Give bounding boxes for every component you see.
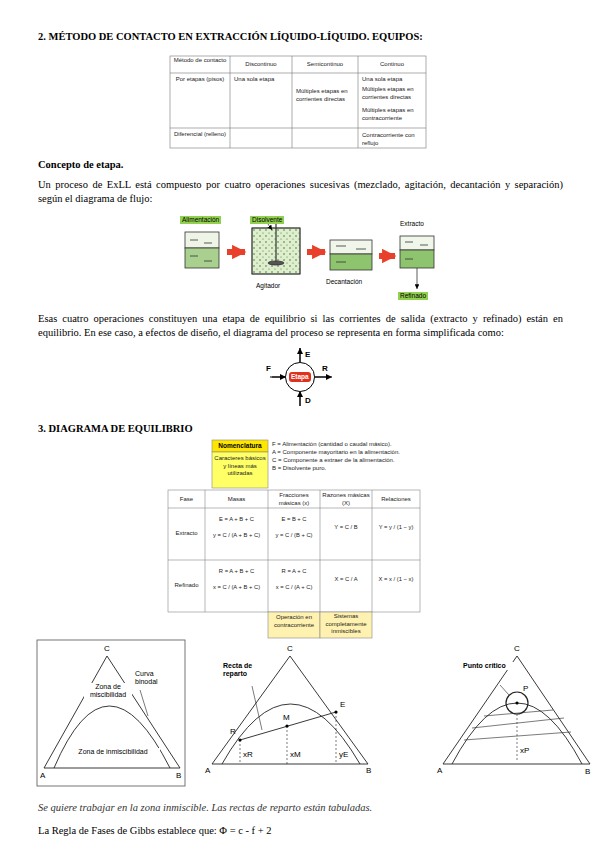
text-label: Y = y / (1 − y) [374,524,418,531]
beaker-step: DisolventeAgitador [246,214,306,292]
node-text: Refinado [398,292,428,300]
flow-arrow [227,249,245,255]
text-label: C [287,644,293,654]
text-label: Y = C / B [322,524,370,531]
text-label: B [176,771,181,781]
text-label: A [205,766,210,776]
text-label: Curva binodal [134,670,178,686]
text-label: yE [339,750,348,760]
text-label: x = C / (A + B + C) [207,584,266,591]
text-label: X = x / (1 − x) [374,576,418,583]
text-label: D [305,396,311,406]
beaker-step: ExtractoRefinado [396,218,440,304]
text-label: Masas [207,496,266,504]
text-label: Una sola etapa [362,76,424,84]
beaker-step: Decantación [326,234,378,288]
text-label: Zona de miscibilidad [84,683,132,699]
text-label: Punto crítico [462,662,514,670]
text-label: Por etapas (pisos) [172,76,228,84]
text-label: E = A + B + C [207,516,266,523]
text-label: Una sola etapa [234,76,290,84]
text-label: Discontinuo [232,61,290,69]
text-label: Múltiples etapas en contracorriente [362,107,424,122]
text-label: Fase [170,496,203,504]
stage-circle: Etapa [285,362,315,392]
text-label: M [283,713,290,723]
text-label: 2. MÉTODO DE CONTACTO EN EXTRACCIÓN LÍQU… [38,30,563,43]
node-text: Etapa [289,372,311,382]
beaker-step: Alimentación [180,214,226,270]
text-label: C [514,644,520,654]
node-text: Extracto [400,220,424,228]
text-label: y = C / (B + C) [270,532,318,539]
text-label: Zona de inmiscibilidad [66,748,160,756]
flow-arrow [307,249,325,255]
node-text: Alimentación [180,216,221,224]
text-label: B [585,767,590,777]
text-label: A [437,766,442,776]
text-label: P [523,684,528,694]
text-label: La Regla de Fases de Gibbs establece que… [38,824,563,838]
text-label: Extracto [170,530,203,538]
node-text: Decantación [326,278,362,286]
node-text: Agitador [256,282,280,290]
text-label: F [266,364,271,374]
text-label: Fracciones másicas (x) [270,492,318,507]
text-label: Semicontinuo [294,61,356,69]
text-label: Continuo [360,61,424,69]
text-label: R [322,364,328,374]
text-label: 3. DIAGRAMA DE EQUILIBRIO [38,422,193,435]
text-label: Un proceso de ExLL está compuesto por cu… [38,178,563,206]
text-label: Esas cuatro operaciones constituyen una … [38,312,563,340]
text-label: E [305,350,310,360]
text-label: xM [290,750,301,760]
text-label: xP [520,746,529,756]
text-label: xR [243,750,253,760]
text-label: C = Componente a extraer de la alimentac… [272,457,395,465]
flow-arrow [379,253,395,259]
text-label: E [340,700,345,710]
text-label: Sistemas completamente inmiscibles [322,613,370,636]
text-label: Diferencial (relleno) [172,131,228,139]
text-label: R [230,727,236,737]
text-label: E = B + C [270,516,318,523]
text-label: R = A + B + C [207,568,266,575]
text-label: y = C / (A + B + C) [207,532,266,539]
text-label: Relaciones [374,496,418,504]
text-label: Método de contacto [172,57,228,65]
text-label: A = Componente mayoritario en la aliment… [272,449,400,457]
node-text: Disolvente [250,216,284,224]
text-label: x = C / (A + C) [270,584,318,591]
text-label: Múltiples etapas en corrientes directas [296,88,356,103]
text-label: Contracorriente con reflujo [362,132,424,147]
text-label: C [104,644,110,654]
text-label: Concepto de etapa. [38,158,123,171]
text-label: R = A + C [270,568,318,575]
text-label: Operación en contracorriente [270,614,318,629]
text-label: B = Disolvente puro. [272,465,326,473]
text-label: F = Alimentación (cantidad o caudal mási… [272,441,392,449]
text-label: Se quiere trabajar en la zona inmiscible… [38,801,563,814]
text-label: Razones másicas (X) [322,492,370,507]
text-label: Múltiples etapas en corrientes directas [362,86,424,101]
text-label: X = C / A [322,576,370,583]
text-label: Refinado [170,582,203,590]
text-label: Recta de reparto [222,662,270,678]
text-label: Caracteres básicos y líneas más utilizad… [214,455,266,478]
text-label: B [366,766,371,776]
text-label: Nomenclatura [214,442,266,450]
text-label: A [40,771,45,781]
